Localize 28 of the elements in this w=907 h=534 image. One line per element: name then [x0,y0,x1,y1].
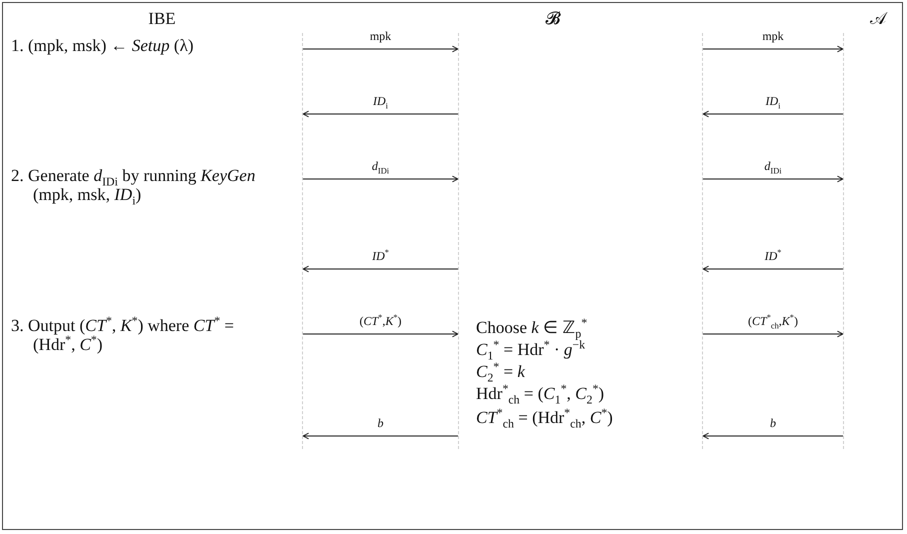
party-heading: 𝓑 [544,9,562,28]
party-heading: IBE [147,9,177,28]
message-arrow [302,176,458,182]
message-arrow [702,432,844,440]
equation-text: C$_{2}$$^{*}$ = k [476,362,526,381]
message-arrow [302,266,458,272]
edge-label: mpk [760,29,786,44]
message-arrow [702,330,844,338]
message-arrow [302,330,458,338]
edge-label: (CT$^{*}$$_{ch}$,K$^{*}$) [746,314,800,329]
edge-label: (CT$^{*}$,K$^{*}$) [357,314,404,329]
message-arrow [702,110,844,118]
message-arrow [302,110,458,118]
equation-text: CT$^{*}$$_{ch}$ = (Hdr$^{*}$$_{ch}$, C$^{*}$) [476,408,614,427]
step-text: 2. Generate d$_{ID}$$_{i}$ by running KeyGen (mpk, msk, ID$_{i}$) [11,166,256,204]
equation-text: Hdr$^{*}$$_{ch}$ = (C$_{1}$$^{*}$, C$_{2}$$^{*}$) [476,384,606,403]
message-arrow [302,46,458,52]
message-arrow [702,176,844,182]
step-text: 3. Output (CT$^{*}$, K$^{*}$) where CT$^{*}$ = (Hdr$^{*}$, C$^{*}$) [11,316,235,354]
party-heading: 𝒜 [869,9,888,28]
message-arrow [702,266,844,272]
step-text: 1. (mpk, msk) ← Setup (λ) [11,36,194,55]
edge-label: mpk [368,29,394,44]
equation-text: C$_{1}$$^{*}$ = Hdr$^{*}$ · g$^{−k}$ [476,340,586,359]
message-arrow [702,46,844,52]
edge-label: ID$_{i}$ [371,94,390,109]
message-arrow [302,432,458,440]
edge-label: ID$_{i}$ [764,94,782,109]
